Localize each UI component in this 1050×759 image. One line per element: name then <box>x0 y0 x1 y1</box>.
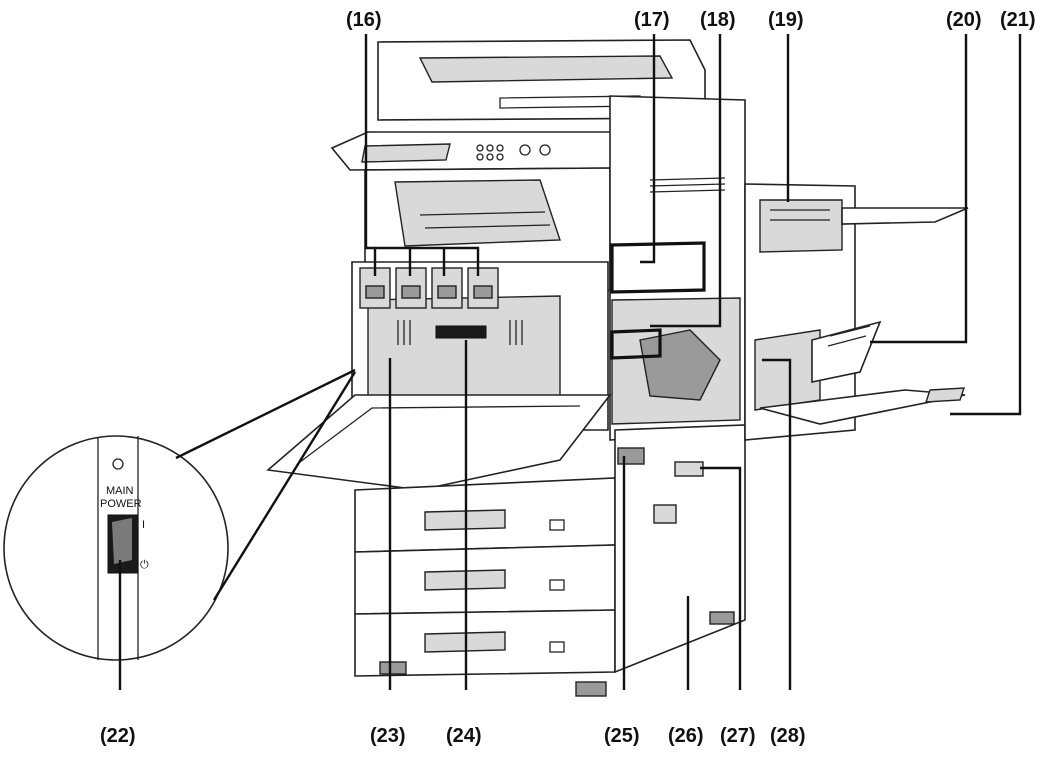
screw-icon <box>112 458 124 470</box>
callout-17: (17) <box>634 9 670 31</box>
callout-21: (21) <box>1000 9 1036 31</box>
highlight-18 <box>610 328 662 360</box>
callout-16: (16) <box>346 9 382 31</box>
foot <box>575 681 607 697</box>
tray-release-27 <box>674 461 704 477</box>
transfer-unit <box>759 199 843 253</box>
keypad <box>476 144 551 161</box>
foot <box>379 661 407 675</box>
waste-vents <box>397 320 523 345</box>
touch-panel <box>361 143 451 163</box>
callout-24: (24) <box>446 725 482 747</box>
foot <box>709 611 735 625</box>
main-power-label-line1: MAIN <box>106 485 134 497</box>
highlight-17 <box>610 241 706 294</box>
vent-top <box>649 177 726 193</box>
callout-26: (26) <box>668 725 704 747</box>
main-power-label-line2: POWER <box>100 498 142 510</box>
callout-27: (27) <box>720 725 756 747</box>
on-mark: I <box>142 519 145 531</box>
upper-tray <box>841 207 969 225</box>
callout-19: (19) <box>768 9 804 31</box>
feeder-tray <box>418 55 674 83</box>
copier-machine <box>266 39 969 697</box>
paper-trays <box>354 477 616 677</box>
callout-25: (25) <box>604 725 640 747</box>
callout-20: (20) <box>946 9 982 31</box>
callout-23: (23) <box>370 725 406 747</box>
bypass-tray-21 <box>759 389 966 425</box>
callout-18: (18) <box>700 9 736 31</box>
front-cover-open <box>266 394 612 491</box>
leader-lines <box>118 34 1022 690</box>
main-power-inset: MAIN POWER I ⏻ <box>3 368 357 661</box>
callout-22: (22) <box>100 725 136 747</box>
callout-labels: (16) (17) (18) (19) (20) (21) (22) (23) … <box>100 9 1036 747</box>
large-capacity-tray <box>614 424 746 674</box>
release-lever-25 <box>617 447 645 465</box>
handle-24 <box>435 325 487 339</box>
callout-28: (28) <box>770 725 806 747</box>
power-symbol-icon: ⏻ <box>140 559 149 571</box>
duplex-area <box>754 329 821 411</box>
